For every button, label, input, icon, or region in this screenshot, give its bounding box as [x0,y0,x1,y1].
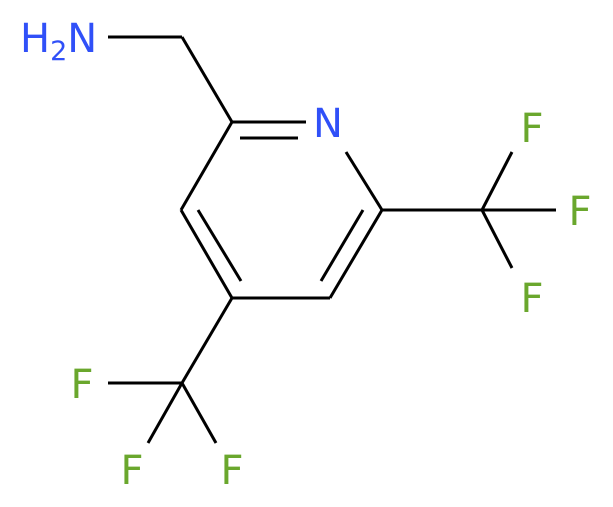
fluorine-bottom-low-left: F [120,448,143,494]
bond-cf3-f-bottom [480,209,514,269]
bond-c3-c2 [179,121,234,211]
fluorine-bottom-left: F [70,362,93,408]
amine-label: H2N [20,16,97,67]
bond-cf3-f-top [480,151,514,211]
bond-ch2-ring [180,36,234,123]
bond-c6-c5-inner [319,209,365,282]
bond-n1-c6 [344,151,384,211]
amine-n: N [67,16,97,62]
fluorine-right-mid: F [568,189,591,235]
label-layer: H2N N F F F F F F [20,16,592,494]
bond-c4-c3 [179,209,234,299]
bond-c6-c5 [328,209,384,299]
amine-h: H [20,16,50,62]
bond-c4-c3-inner [196,209,243,282]
bond-c4-cf3 [180,297,234,384]
bond-cf3-f-bottom-right [180,382,218,444]
bond-layer [108,35,556,444]
ring-nitrogen-label: N [313,101,343,147]
fluorine-bottom-low-right: F [220,448,243,494]
fluorine-right-top: F [520,106,543,152]
fluorine-right-bottom: F [520,276,543,322]
bond-cf3-f-bottom-left [146,382,184,444]
amine-subscript: 2 [50,36,67,67]
